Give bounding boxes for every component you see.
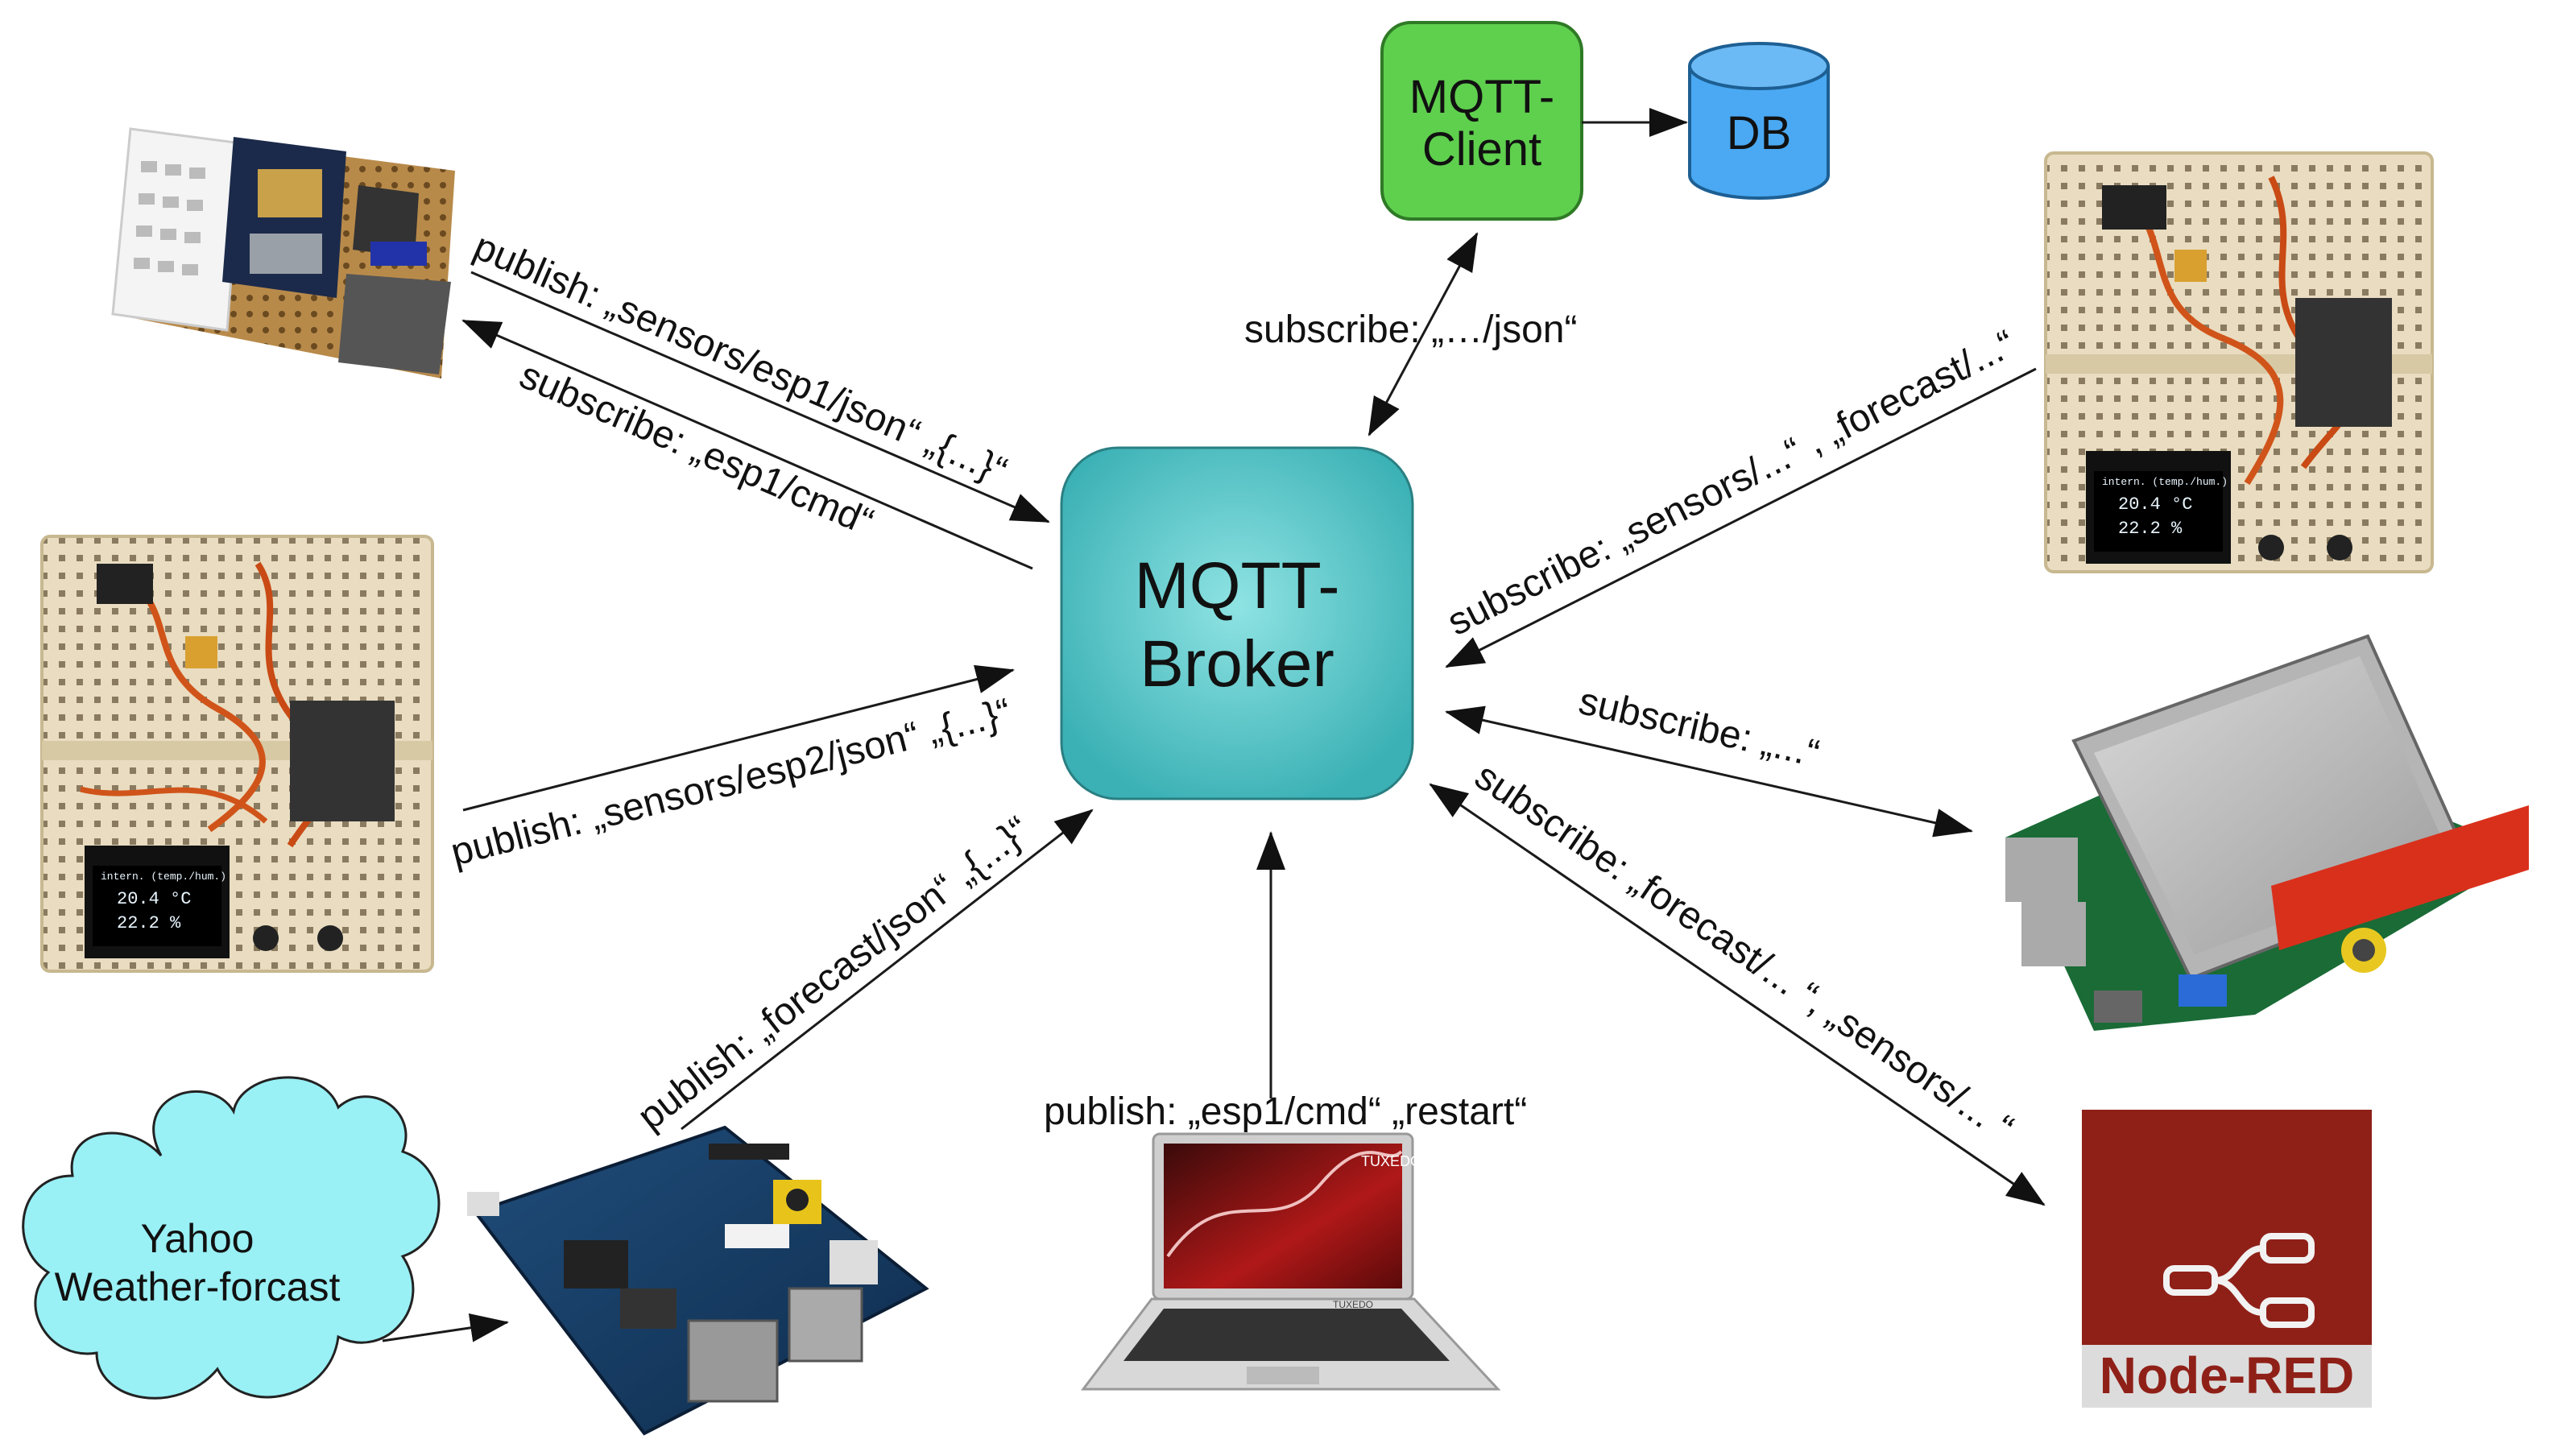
mqtt-client-node: MQTT- Client: [1380, 21, 1583, 221]
display-screen-line2: 20.4 °C: [2118, 494, 2192, 515]
esp2-publish-arrow: [462, 664, 1015, 812]
yahoo-label-line2: Weather-forcast: [55, 1264, 341, 1309]
esp2-publish-label: publish: „sensors/esp2/json“ „{...}“: [447, 691, 1016, 875]
db-label: DB: [1727, 107, 1792, 159]
forecast-publish-label: publish: „forecast/json“ „{...}“: [630, 809, 1038, 1139]
esp2-breadboard-image: intern. (temp./hum.) 20.4 °C 22.2 %: [40, 535, 434, 973]
display-subscribe-arrow: [1445, 367, 2037, 668]
esp1-subscribe-arrow: [461, 319, 1033, 570]
client-label-line2: Client: [1422, 123, 1541, 176]
laptop-screen-brand: TUXEDO: [1361, 1153, 1421, 1169]
laptop-image: TUXEDO TUXEDO: [1080, 1132, 1501, 1391]
broker-label-line1: MQTT-: [1134, 549, 1339, 623]
display-breadboard-image: intern. (temp./hum.) 20.4 °C 22.2 %: [2044, 151, 2434, 573]
single-board-computer-image: [467, 1125, 929, 1436]
display-screen-line1: intern. (temp./hum.): [2102, 476, 2228, 488]
nodered-subscribe-label: subscribe: „forecast/... “, „sensors/...…: [1467, 755, 2021, 1150]
raspi-subscribe-label: subscribe: „...“: [1575, 680, 1823, 776]
esp1-module-image: [111, 127, 455, 378]
client-subscribe-label: subscribe: „…/json“: [1244, 308, 1577, 351]
db-node: DB: [1688, 42, 1830, 200]
raspberry-pi-display-image: [2005, 634, 2529, 1031]
edge-lines: [382, 108, 2046, 1342]
esp2-screen-line3: 22.2 %: [117, 913, 181, 933]
display-screen-line3: 22.2 %: [2118, 519, 2183, 539]
broker-label-line2: Broker: [1140, 627, 1334, 701]
yahoo-cloud-node: Yahoo Weather-forcast: [22, 1076, 441, 1400]
nodered-subscribe-arrow: [1429, 783, 2046, 1206]
esp2-screen-line2: 20.4 °C: [117, 889, 191, 909]
laptop-bezel-brand: TUXEDO: [1333, 1299, 1373, 1310]
display-subscribe-label: subscribe: „sensors/...“ , „forecast/...…: [1441, 322, 2021, 644]
yahoo-to-board-arrow: [382, 1313, 509, 1342]
esp2-screen-line1: intern. (temp./hum.): [101, 871, 226, 883]
laptop-publish-label: publish: „esp1/cmd“ „restart“: [1044, 1090, 1527, 1133]
node-red-label: Node-RED: [2100, 1346, 2354, 1404]
forecast-publish-arrow: [681, 809, 1094, 1131]
esp1-publish-arrow: [470, 271, 1050, 523]
client-subscribe-arrow: [1368, 232, 1479, 436]
client-label-line1: MQTT-: [1409, 71, 1554, 123]
node-red-logo: Node-RED: [2082, 1110, 2372, 1408]
mqtt-broker-node: MQTT- Broker: [1060, 446, 1414, 800]
yahoo-label-line1: Yahoo: [141, 1216, 254, 1261]
